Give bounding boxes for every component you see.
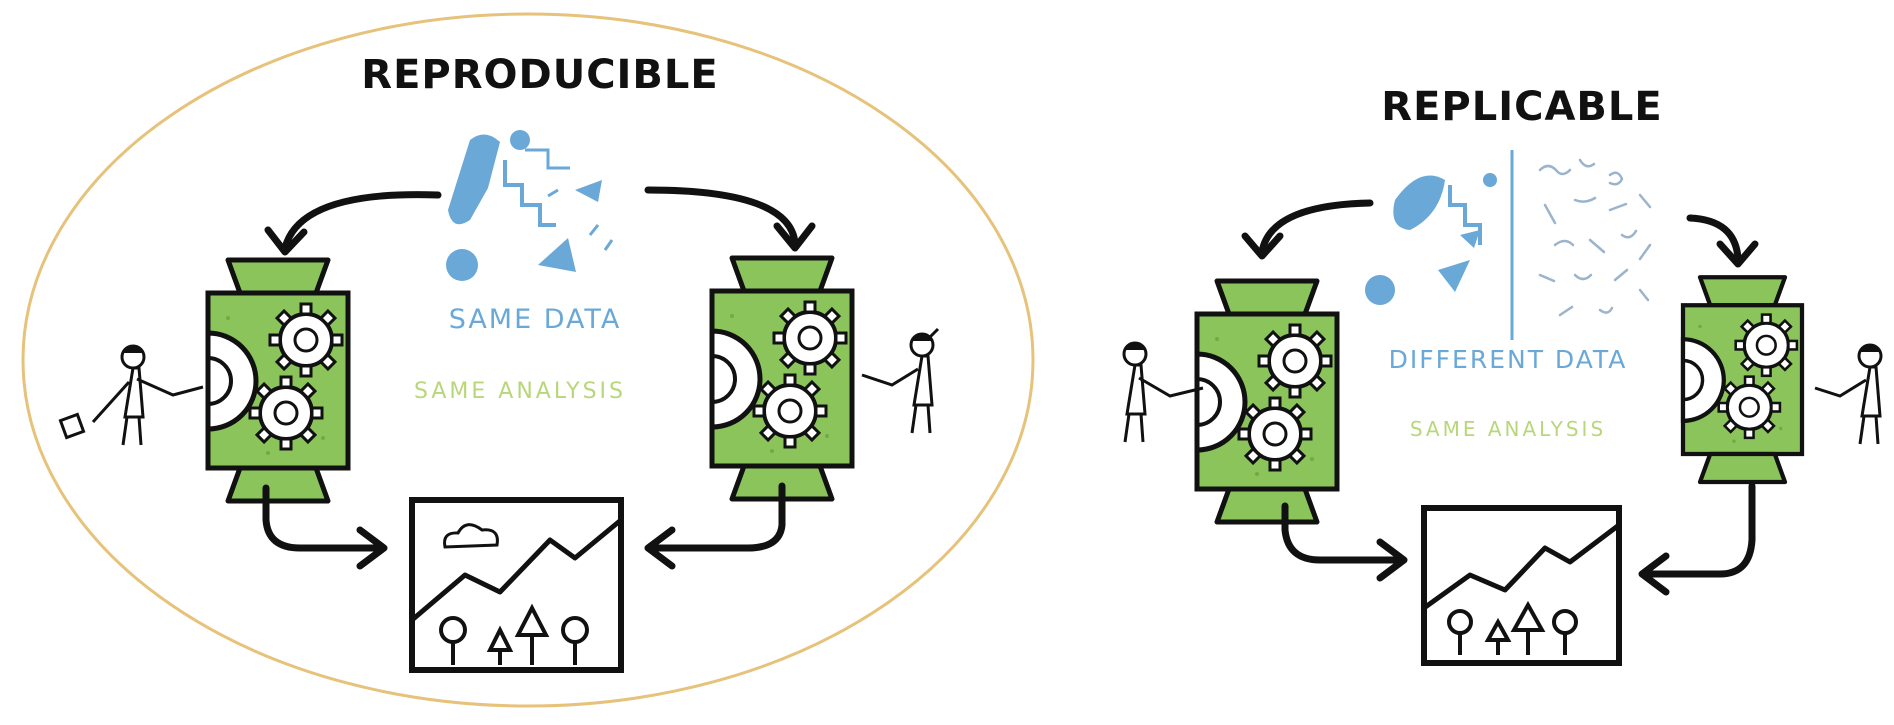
result-arrows <box>262 482 786 570</box>
different-data-squiggles <box>1538 158 1652 317</box>
reproducible-analysis-label: SAME ANALYSIS <box>414 379 626 404</box>
reproducible-data-label: SAME DATA <box>449 304 622 335</box>
scientist-right <box>861 327 940 435</box>
scientist-original <box>1122 341 1204 444</box>
replicable-data-label: DIFFERENT DATA <box>1389 345 1628 374</box>
replicable-data-arrows <box>1241 199 1759 268</box>
reproducible-title: REPRODUCIBLE <box>361 52 718 98</box>
reproducible-panel: REPRODUCIBLE SAME DATA SAME ANALYSIS <box>21 12 1035 708</box>
same-data-shapes <box>446 130 614 281</box>
reproducible-boundary-ellipse <box>21 12 1035 708</box>
scientist-replicate <box>1814 343 1883 446</box>
replicable-panel: REPLICABLE <box>1122 84 1883 666</box>
replicable-title: REPLICABLE <box>1381 84 1662 130</box>
replicable-result-arrows <box>1281 482 1756 596</box>
replicable-analysis-label: SAME ANALYSIS <box>1410 417 1606 441</box>
analysis-machine-left <box>208 260 348 501</box>
scientist-left <box>58 344 204 447</box>
data-flow-arrows <box>264 186 816 256</box>
analysis-machine-original <box>1197 281 1337 522</box>
analysis-machine-right <box>712 258 852 499</box>
replicable-result-picture <box>1421 505 1622 666</box>
analysis-machine-replicate <box>1683 277 1802 482</box>
original-data-shapes <box>1365 173 1497 305</box>
result-picture <box>409 497 624 673</box>
